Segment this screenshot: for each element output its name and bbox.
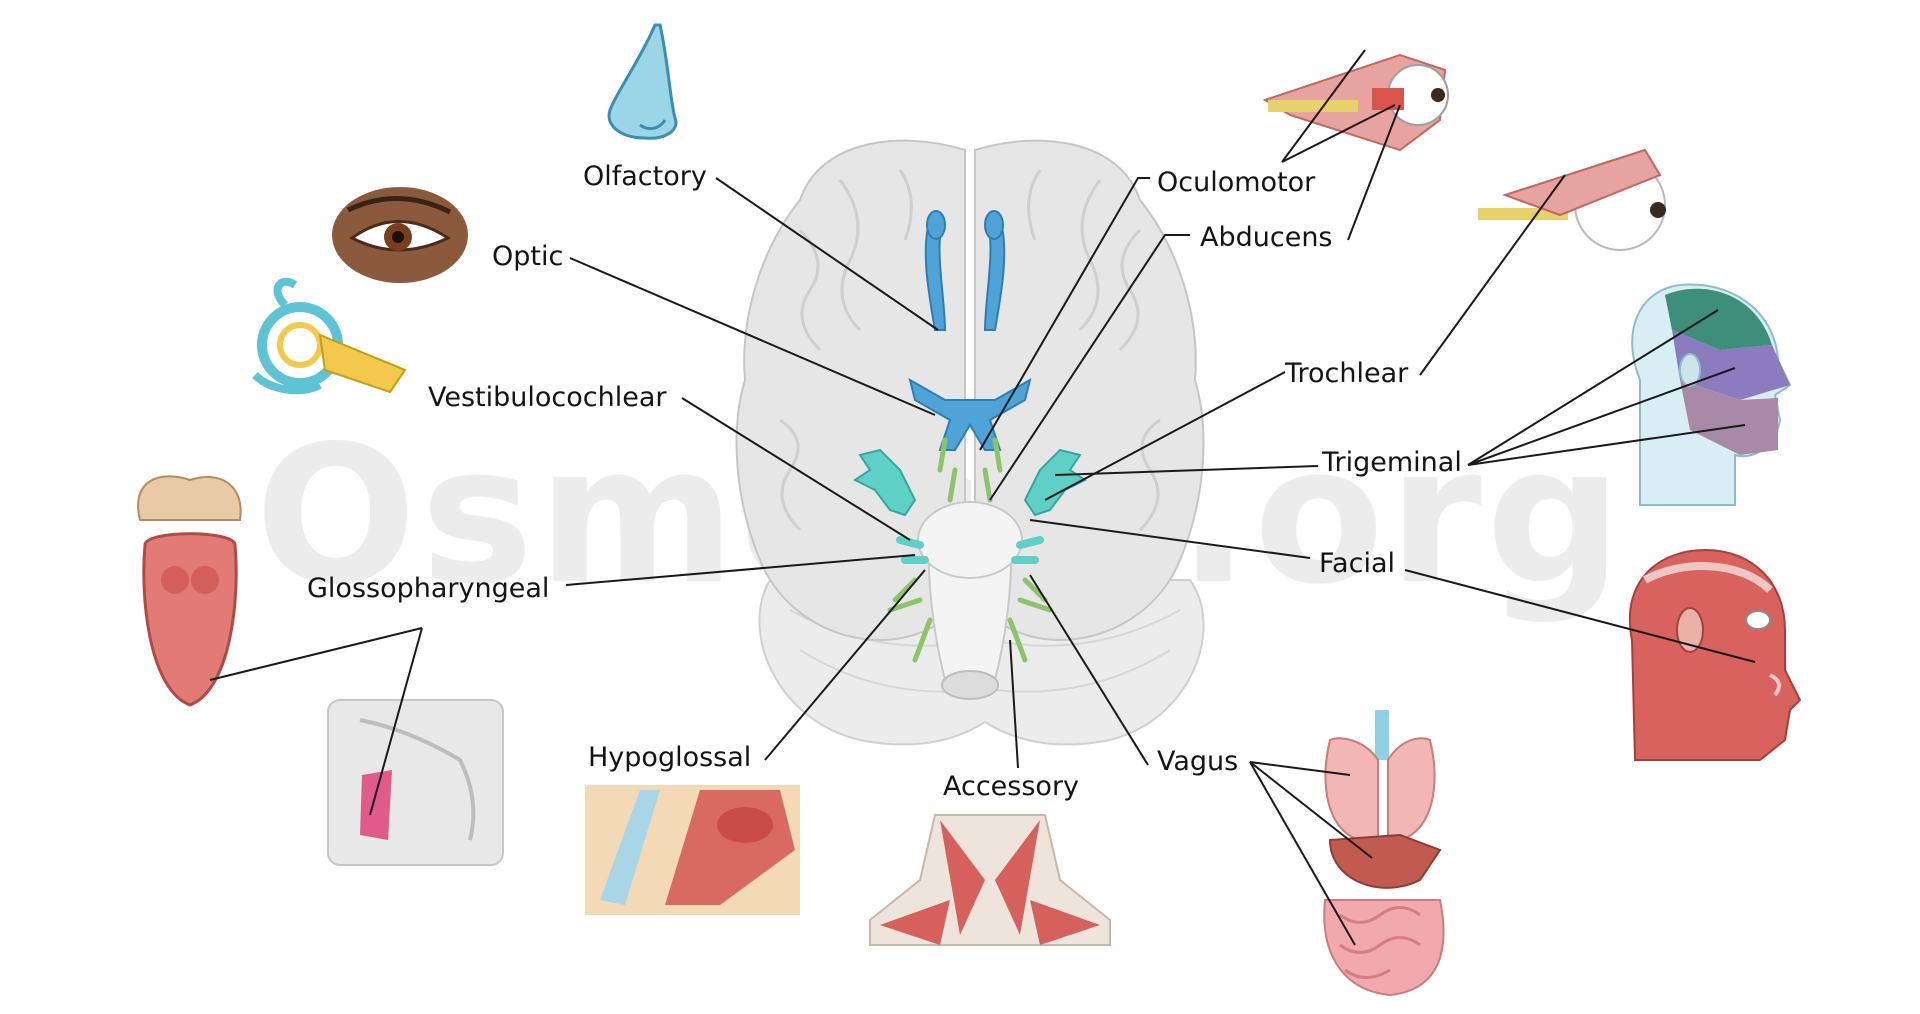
label-oculomotor: Oculomotor <box>1157 167 1316 198</box>
eye-muscles-icon <box>1262 53 1449 152</box>
green-nerves <box>887 437 1053 663</box>
label-olfactory: Olfactory <box>583 161 707 192</box>
trigeminal-nerve-right <box>1023 448 1087 517</box>
inner-ear-icon <box>252 277 407 395</box>
label-vestibulocochlear: Vestibulocochlear <box>428 382 667 413</box>
neck-muscles-icon <box>869 814 1111 946</box>
tongue-icon <box>137 475 242 707</box>
pons <box>917 501 1023 579</box>
head-dermatome-icon <box>1631 283 1792 506</box>
neck-section-icon <box>585 785 800 915</box>
label-optic: Optic <box>492 241 564 272</box>
label-accessory: Accessory <box>943 771 1080 802</box>
label-trigeminal: Trigeminal <box>1322 447 1462 478</box>
label-vagus: Vagus <box>1157 746 1239 777</box>
trigeminal-nerve-left <box>853 448 917 517</box>
right-hemisphere <box>974 139 1205 642</box>
eye-icon <box>332 187 468 283</box>
left-hemisphere <box>735 139 966 642</box>
brain-illustration <box>735 139 1205 746</box>
face-muscles-icon <box>1628 548 1802 761</box>
eyeball-icon <box>1478 148 1666 251</box>
label-trochlear: Trochlear <box>1285 358 1409 389</box>
organs-icon <box>1323 710 1445 997</box>
nose-icon <box>607 23 678 140</box>
optic-chiasm <box>908 377 1032 451</box>
label-abducens: Abducens <box>1200 222 1333 253</box>
leader-lines <box>209 49 1756 946</box>
label-glossopharyngeal: Glossopharyngeal <box>307 573 550 604</box>
throat-section-icon <box>327 699 504 866</box>
label-facial: Facial <box>1319 548 1395 579</box>
label-hypoglossal: Hypoglossal <box>588 742 752 773</box>
